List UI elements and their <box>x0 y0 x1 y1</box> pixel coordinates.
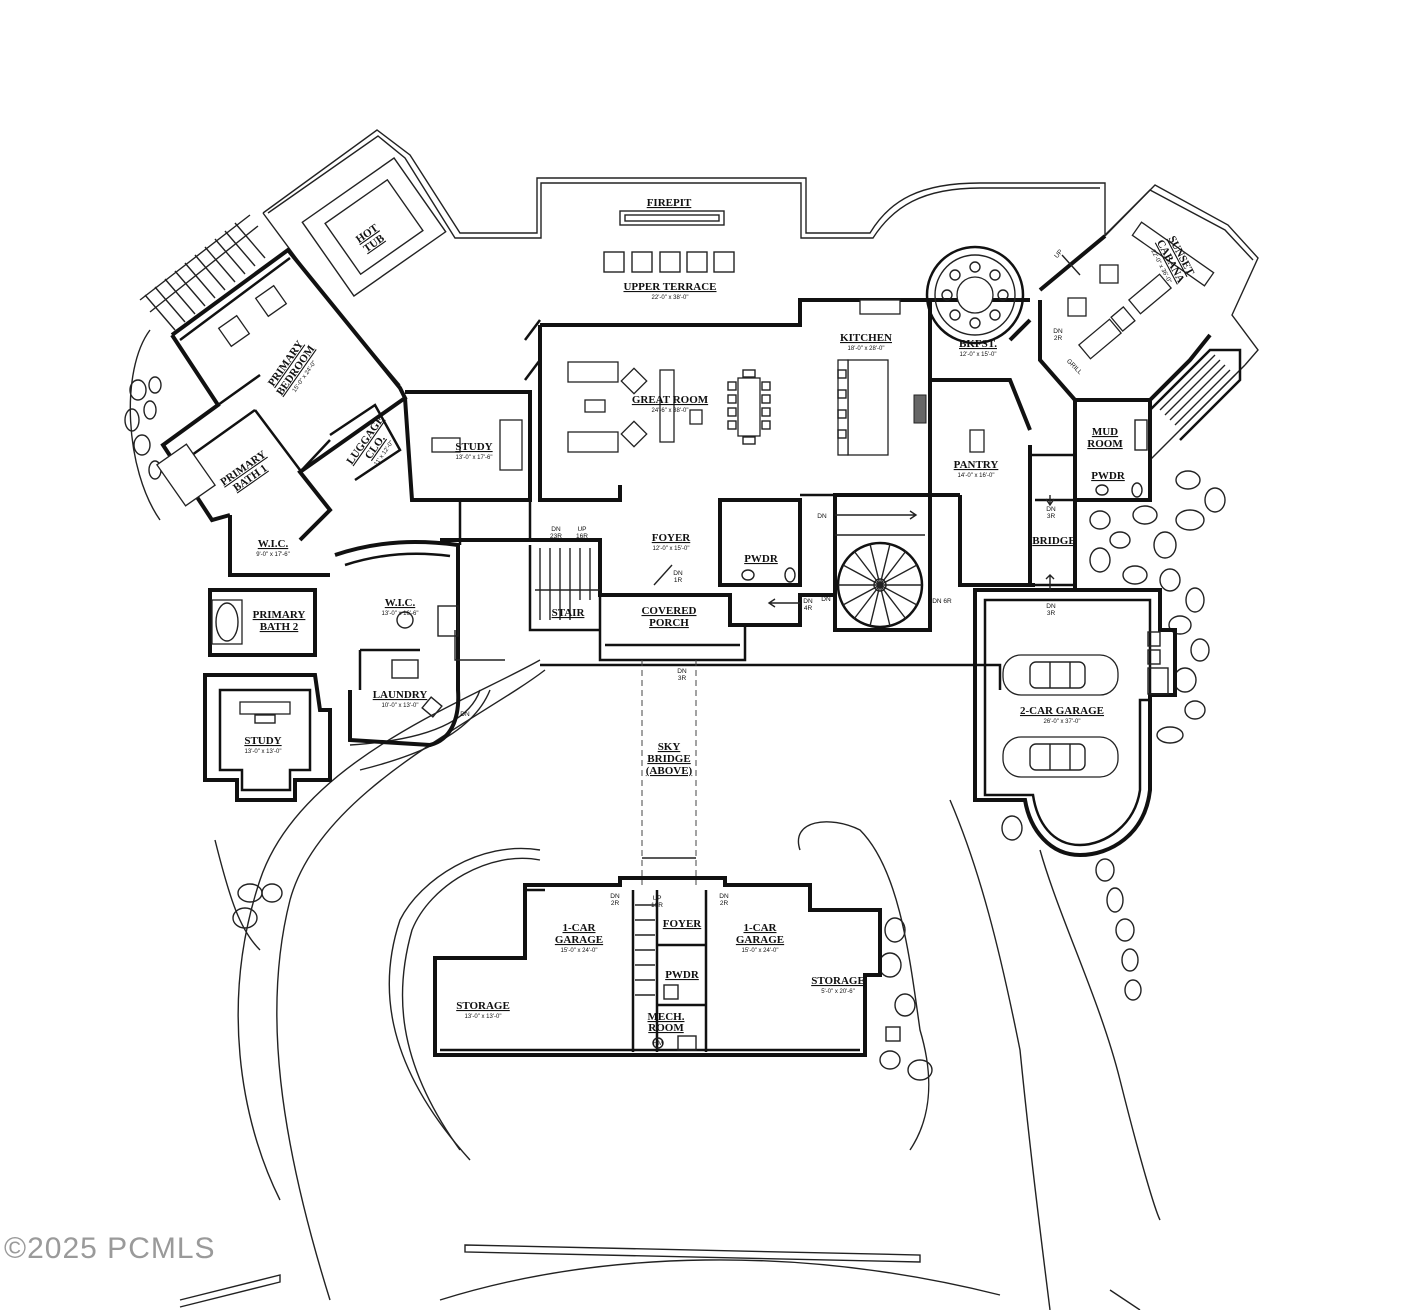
lower-level-walls <box>433 876 901 1057</box>
dim-storage-left: 13'-0" x 13'-0" <box>465 1014 502 1020</box>
dim-study-2: 13'-0" x 13'-0" <box>245 749 282 755</box>
label-study-2: STUDY <box>244 735 281 747</box>
label-storage-left: STORAGE <box>456 1000 510 1012</box>
note-dn-2r-bkfst: DN <box>1053 328 1063 335</box>
label-bkfst: BKFST. <box>959 338 997 350</box>
car-2 <box>1002 736 1119 778</box>
label-wic-1: W.I.C. <box>258 538 289 550</box>
car-1 <box>1002 654 1119 696</box>
label-mech-room-1: MECH. <box>648 1011 685 1023</box>
note-dn-2r-lower-l: DN <box>610 893 620 900</box>
dim-garage-1car-right: 15'-0" x 24'-0" <box>742 948 779 954</box>
note-grill: GRILL <box>1065 358 1084 377</box>
label-mud-room-2: ROOM <box>1087 438 1123 450</box>
note-dn-1r-b: 1R <box>674 577 683 584</box>
dim-great-room: 24'-6" x 38'-0" <box>652 408 689 414</box>
label-firepit: FIREPIT <box>647 197 692 209</box>
note-dn-2r-lower-l-b: 2R <box>611 900 620 907</box>
firepit <box>603 210 735 273</box>
furniture <box>156 221 1242 778</box>
label-primary-bath-2-2: BATH 2 <box>260 621 299 633</box>
label-pantry: PANTRY <box>954 459 999 471</box>
note-dn-3r-bridge-top-b: 3R <box>1047 513 1056 520</box>
label-garage-1car-left-1: 1-CAR <box>563 922 597 934</box>
label-kitchen: KITCHEN <box>840 332 892 344</box>
note-dn-4r: DN <box>803 598 813 605</box>
label-wic-2: W.I.C. <box>385 597 416 609</box>
label-primary-bath-2-1: PRIMARY <box>253 609 306 621</box>
label-laundry: LAUNDRY <box>373 689 428 701</box>
interior-walls <box>184 373 1077 690</box>
note-dn-23r-b: 23R <box>550 533 562 540</box>
sky-bridge <box>641 660 697 885</box>
note-hm: HM <box>653 1040 663 1047</box>
note-dn-6r: DN 6R <box>932 598 952 605</box>
note-up-16r: UP <box>577 526 586 533</box>
note-dn-spiral: DN <box>821 596 831 603</box>
dim-wic-2: 13'-0" x 16'-6" <box>382 611 419 617</box>
label-sky-bridge-1: SKY <box>658 741 681 753</box>
label-upper-terrace: UPPER TERRACE <box>623 281 716 293</box>
site-driveway <box>179 659 1161 1310</box>
note-dn-3r-bridge-top: DN <box>1046 506 1056 513</box>
note-dn-2r-lower-r-b: 2R <box>720 900 729 907</box>
dim-storage-right: 5'-0" x 20'-6" <box>821 989 855 995</box>
note-dn-3r-porch: DN <box>677 668 687 675</box>
note-dn-23r: DN <box>551 526 561 533</box>
label-sky-bridge-3: (ABOVE) <box>646 765 693 777</box>
label-pwdr-main: PWDR <box>744 553 779 565</box>
note-dn-top: DN <box>817 513 827 520</box>
label-garage-1car-right-2: GARAGE <box>736 934 784 946</box>
note-up-16r-lower: UP <box>652 895 661 902</box>
dim-kitchen: 18'-0" x 28'-0" <box>848 346 885 352</box>
label-storage-right: STORAGE <box>811 975 865 987</box>
label-pwdr-lower: PWDR <box>665 969 700 981</box>
label-foyer-lower: FOYER <box>663 918 703 930</box>
label-stair: STAIR <box>552 607 586 619</box>
label-mud-room-1: MUD <box>1092 426 1118 438</box>
label-great-room: GREAT ROOM <box>632 394 709 406</box>
label-garage-1car-left-2: GARAGE <box>555 934 603 946</box>
dim-bkfst: 12'-0" x 15'-0" <box>960 352 997 358</box>
dim-foyer: 12'-0" x 15'-0" <box>653 546 690 552</box>
landscape-rocks <box>124 329 1226 1081</box>
label-mech-room-2: ROOM <box>648 1022 684 1034</box>
dim-garage-1car-left: 15'-0" x 24'-0" <box>561 948 598 954</box>
label-study-1: STUDY <box>455 441 492 453</box>
note-dn-3r-porch-b: 3R <box>678 675 687 682</box>
dim-study-1: 13'-0" x 17'-6" <box>456 455 493 461</box>
label-covered-porch-2: PORCH <box>649 617 689 629</box>
label-pwdr-mud: PWDR <box>1091 470 1126 482</box>
label-garage-2car: 2-CAR GARAGE <box>1020 705 1104 717</box>
dim-upper-terrace: 22'-0" x 38'-0" <box>652 295 689 301</box>
copyright-watermark: ©2025 PCMLS <box>4 1232 216 1265</box>
note-up-16r-b: 16R <box>576 533 588 540</box>
note-dn-1r: DN <box>673 570 683 577</box>
note-up-cabana: UP <box>1053 248 1064 259</box>
label-garage-1car-right-1: 1-CAR <box>744 922 778 934</box>
label-foyer: FOYER <box>652 532 692 544</box>
note-dn-3r-bridge-bot-b: 3R <box>1047 610 1056 617</box>
dim-wic-1: 9'-0" x 17'-6" <box>256 552 290 558</box>
exterior-walls <box>160 234 1212 858</box>
dim-pantry: 14'-0" x 16'-0" <box>958 473 995 479</box>
dim-laundry: 10'-0" x 13'-0" <box>382 703 419 709</box>
dim-garage-2car: 26'-0" x 37'-0" <box>1044 719 1081 725</box>
label-sky-bridge-2: BRIDGE <box>647 753 690 765</box>
note-up-16r-lower-b: 16R <box>651 902 663 909</box>
upper-terrace-outline <box>262 129 1259 461</box>
stair-annotations: DN 23R UP 16R DN 1R DN 3R DN 4R DN DN 6R… <box>460 248 1083 1047</box>
label-covered-porch-1: COVERED <box>641 605 696 617</box>
note-dn-laundry: DN <box>460 711 470 718</box>
label-bridge: BRIDGE <box>1032 535 1075 547</box>
note-dn-2r-bkfst-b: 2R <box>1054 335 1063 342</box>
pergola <box>139 214 266 331</box>
note-dn-3r-bridge-bot: DN <box>1046 603 1056 610</box>
note-dn-4r-b: 4R <box>804 605 813 612</box>
note-dn-2r-lower-r: DN <box>719 893 729 900</box>
